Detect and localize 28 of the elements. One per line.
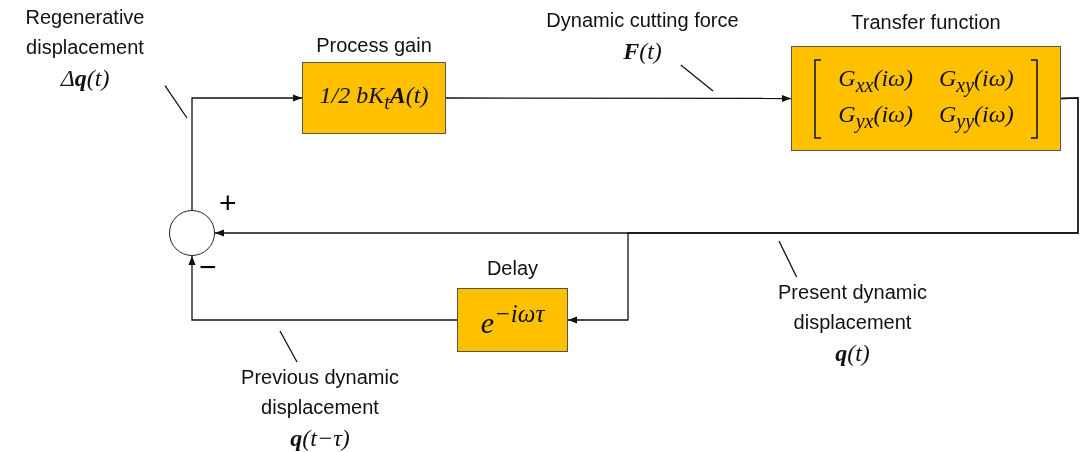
signal-arrow: [445, 94, 792, 103]
caption-text: Present dynamic displacement: [777, 280, 928, 335]
summing-junction: [169, 210, 215, 256]
block-formula: e$^{−iωτ}$: [480, 300, 545, 340]
matrix-entry: G$_{xy}$(iω): [939, 64, 1014, 97]
caption-text: Regenerative displacement: [24, 5, 146, 60]
block-formula: 1/2 bK$_{t}$A(t): [319, 82, 429, 114]
block-title: Transfer function: [850, 10, 1002, 35]
minus-sign: −: [199, 252, 217, 282]
math-symbol: q(t): [834, 340, 871, 367]
math-symbol: F(t): [622, 38, 663, 65]
block-title: Process gain: [315, 33, 433, 58]
signal-arrow: [191, 94, 303, 211]
leader-line: [164, 85, 188, 119]
leader-line: [778, 240, 798, 278]
matrix-entry: G$_{xx}$(iω): [838, 64, 913, 97]
matrix-entry: G$_{yx}$(iω): [838, 100, 913, 133]
matrix-entry: G$_{yy}$(iω): [939, 100, 1014, 133]
math-symbol: q(t−τ): [289, 425, 351, 452]
caption-text: Previous dynamic displacement: [240, 365, 400, 420]
plus-sign: +: [219, 188, 237, 218]
math-symbol: Δq(t): [59, 65, 111, 92]
caption-text: Dynamic cutting force: [545, 8, 740, 33]
leader-line: [279, 330, 298, 363]
block-title: Delay: [485, 256, 540, 281]
signal-arrow: [188, 255, 458, 321]
signal-arrow: [567, 97, 1079, 324]
leader-line: [680, 64, 714, 92]
